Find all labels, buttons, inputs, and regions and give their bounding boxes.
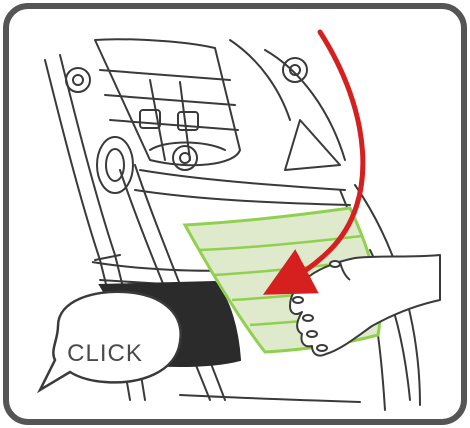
click-callout-text: CLICK: [60, 340, 150, 368]
